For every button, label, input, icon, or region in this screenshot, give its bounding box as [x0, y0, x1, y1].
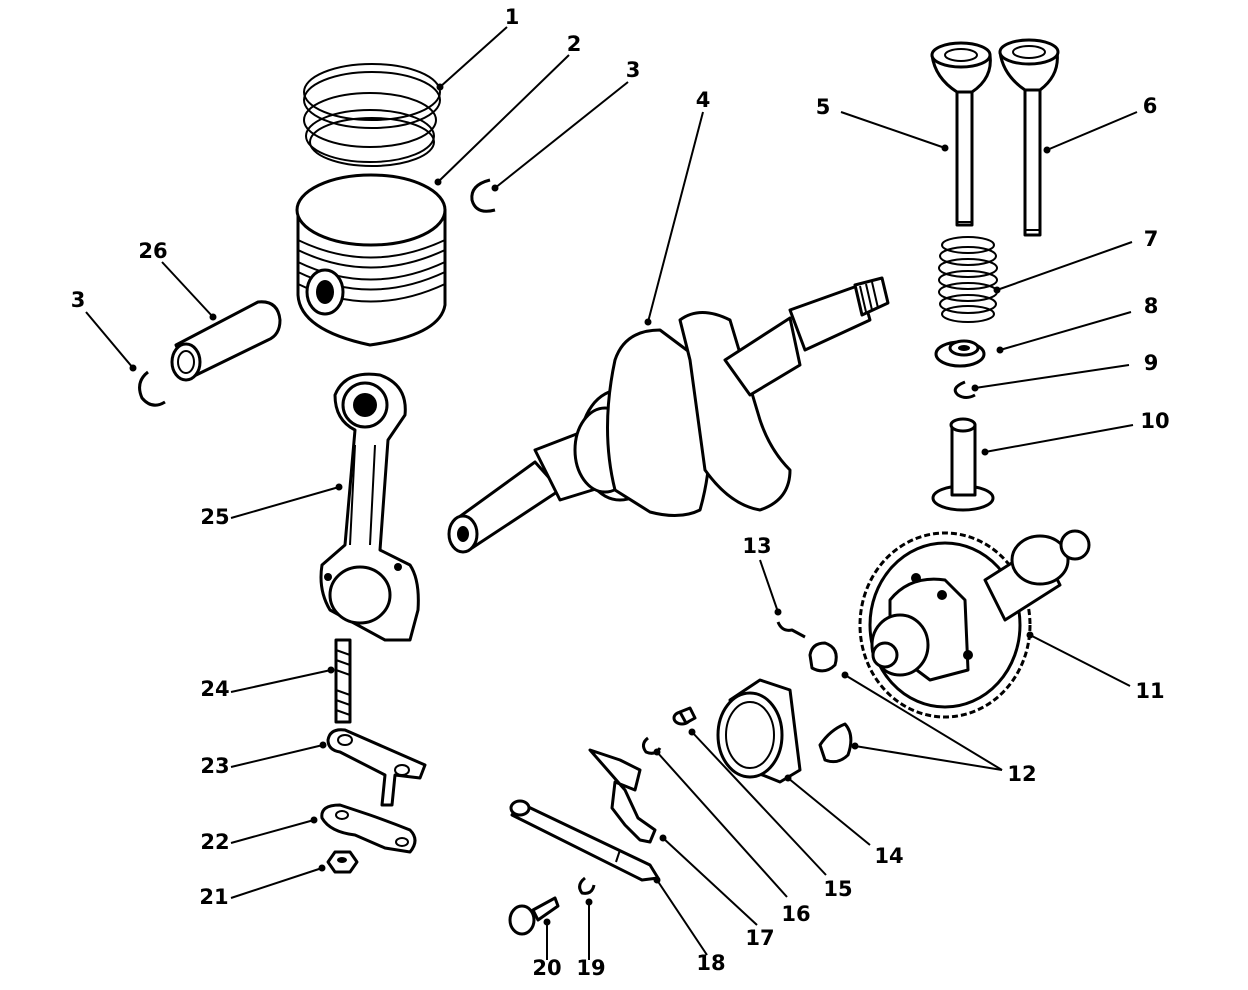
leader-lines — [85, 26, 1138, 960]
piston — [295, 173, 447, 347]
screw — [672, 706, 697, 726]
callout-labels: 1 2 3 3 4 5 6 7 8 9 10 11 12 13 14 15 16… — [71, 5, 1170, 980]
callout-21: 21 — [199, 885, 228, 909]
callout-19: 19 — [576, 956, 605, 980]
cam-weight-lower — [818, 722, 853, 764]
washer — [578, 876, 596, 895]
callout-9: 9 — [1144, 351, 1159, 375]
exhaust-valve — [998, 38, 1060, 237]
crankshaft — [447, 276, 890, 554]
oil-dipper — [326, 728, 427, 807]
stud-bolt — [334, 638, 352, 724]
governor-fork — [588, 748, 657, 844]
split-pin — [776, 621, 806, 639]
callout-22: 22 — [200, 830, 229, 854]
circlip-left — [138, 370, 166, 407]
retainer-clip — [953, 380, 976, 399]
connecting-rod — [319, 372, 420, 642]
callout-18: 18 — [696, 951, 725, 975]
callout-11: 11 — [1135, 679, 1164, 703]
callout-5: 5 — [816, 95, 831, 119]
nut — [326, 850, 359, 874]
valve-spring — [938, 236, 998, 323]
tappet — [931, 417, 995, 512]
callout-1: 1 — [505, 5, 520, 29]
callout-3-right: 3 — [626, 58, 641, 82]
callout-7: 7 — [1144, 227, 1159, 251]
callout-4: 4 — [696, 88, 711, 112]
piston-rings — [303, 63, 441, 167]
circlip-right — [470, 178, 496, 213]
spring-retainer — [934, 339, 986, 368]
callout-15: 15 — [823, 877, 852, 901]
callout-17: 17 — [745, 926, 774, 950]
callout-14: 14 — [874, 844, 903, 868]
callout-8: 8 — [1144, 294, 1159, 318]
callout-26: 26 — [138, 239, 167, 263]
intake-valve — [930, 41, 992, 227]
callout-24: 24 — [200, 677, 229, 701]
callout-23: 23 — [200, 754, 229, 778]
callout-3-left: 3 — [71, 288, 86, 312]
bolt — [508, 896, 560, 936]
cam-weight-upper — [808, 641, 838, 673]
callout-20: 20 — [532, 956, 561, 980]
callout-12: 12 — [1007, 762, 1036, 786]
callout-25: 25 — [200, 505, 229, 529]
callout-16: 16 — [781, 902, 810, 926]
callout-6: 6 — [1143, 94, 1158, 118]
callout-10: 10 — [1140, 409, 1169, 433]
governor-shaft — [509, 799, 660, 882]
lock-plate — [320, 803, 417, 854]
callout-2: 2 — [567, 32, 582, 56]
piston-pin — [170, 300, 282, 382]
oil-seal-plate — [716, 678, 802, 784]
camshaft — [858, 529, 1091, 719]
callout-13: 13 — [742, 534, 771, 558]
